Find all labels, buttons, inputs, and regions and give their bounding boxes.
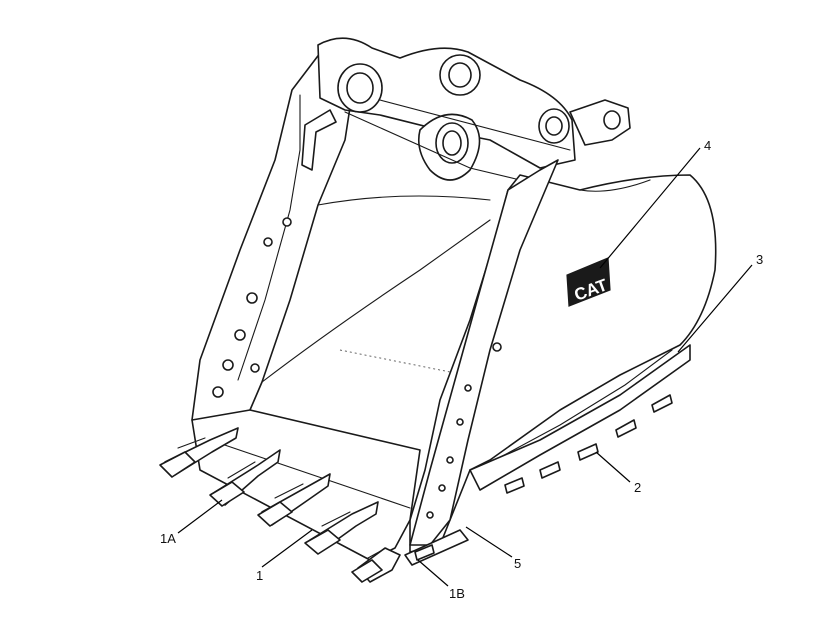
callout-1: 1 bbox=[256, 568, 263, 583]
leader-1 bbox=[261, 529, 313, 568]
leader-3 bbox=[677, 264, 753, 353]
right-side-plate bbox=[409, 159, 559, 546]
tooth-3 bbox=[257, 473, 331, 527]
cat-logo: CAT bbox=[566, 257, 611, 307]
callout-1b: 1B bbox=[449, 586, 465, 601]
leader-lines bbox=[177, 147, 753, 587]
tooth-5 bbox=[351, 547, 401, 583]
leader-1b bbox=[417, 559, 449, 587]
wear-strips bbox=[469, 344, 691, 494]
hinge-assembly bbox=[317, 37, 576, 181]
side-cutter bbox=[404, 529, 469, 566]
leader-1a bbox=[177, 499, 223, 534]
leader-2 bbox=[595, 451, 631, 483]
callout-5: 5 bbox=[514, 556, 521, 571]
callout-2: 2 bbox=[634, 480, 641, 495]
tooth-1 bbox=[159, 427, 239, 478]
callout-4: 4 bbox=[704, 138, 711, 153]
tooth-4 bbox=[304, 501, 379, 555]
rear-bracket bbox=[569, 99, 631, 146]
leader-4 bbox=[599, 147, 701, 269]
callout-labels: 4 3 2 5 1 1A 1B bbox=[160, 138, 763, 601]
callout-3: 3 bbox=[756, 252, 763, 267]
callout-1a: 1A bbox=[160, 531, 176, 546]
left-bolt-holes bbox=[212, 217, 292, 398]
leader-5 bbox=[465, 526, 513, 558]
